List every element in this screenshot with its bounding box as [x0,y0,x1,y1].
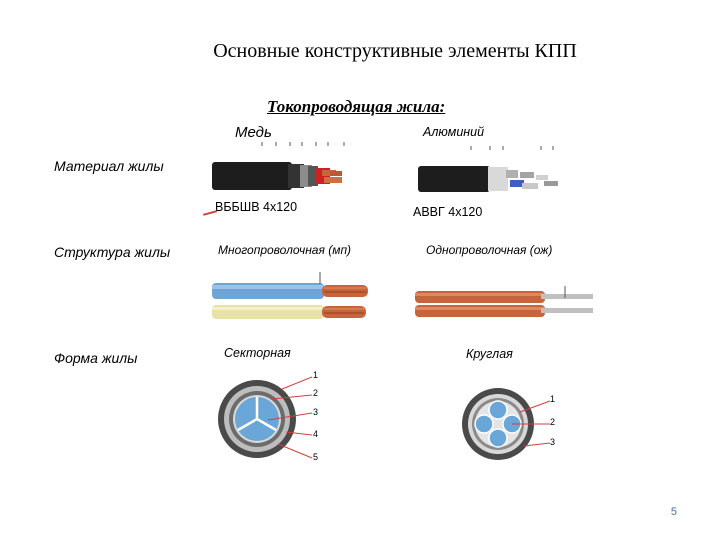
row-material-label: Материал жилы [54,158,164,174]
sector-callout-1: 1 [313,370,319,380]
row-shape-label: Форма жилы [54,350,138,366]
slide-title: Основные конструктивные элементы КПП [213,40,577,62]
slide-number: 5 [670,506,677,518]
structure-single-label: Однопроволочная (ож) [426,243,553,257]
round-callout-3: 3 [550,437,556,447]
shape-round-label: Круглая [466,347,513,361]
shape-sector-label: Секторная [224,346,291,360]
round-callout-2: 2 [550,417,556,427]
sector-callout-5: 5 [313,452,319,462]
round-callout-1: 1 [550,394,556,404]
sector-callout-2: 2 [313,388,319,398]
column-aluminium-label: Алюминий [423,125,485,139]
structure-multi-label: Многопроволочная (мп) [218,243,352,257]
copper-cable-label: ВББШВ 4х120 [215,200,298,214]
aluminium-cable-label: АВВГ 4х120 [413,205,483,219]
sector-callout-3: 3 [313,407,319,417]
section-subtitle: Токопроводящая жила: [267,97,446,116]
row-structure-label: Структура жилы [54,244,171,260]
sector-callout-4: 4 [313,429,319,439]
column-copper-label: Медь [235,124,272,141]
